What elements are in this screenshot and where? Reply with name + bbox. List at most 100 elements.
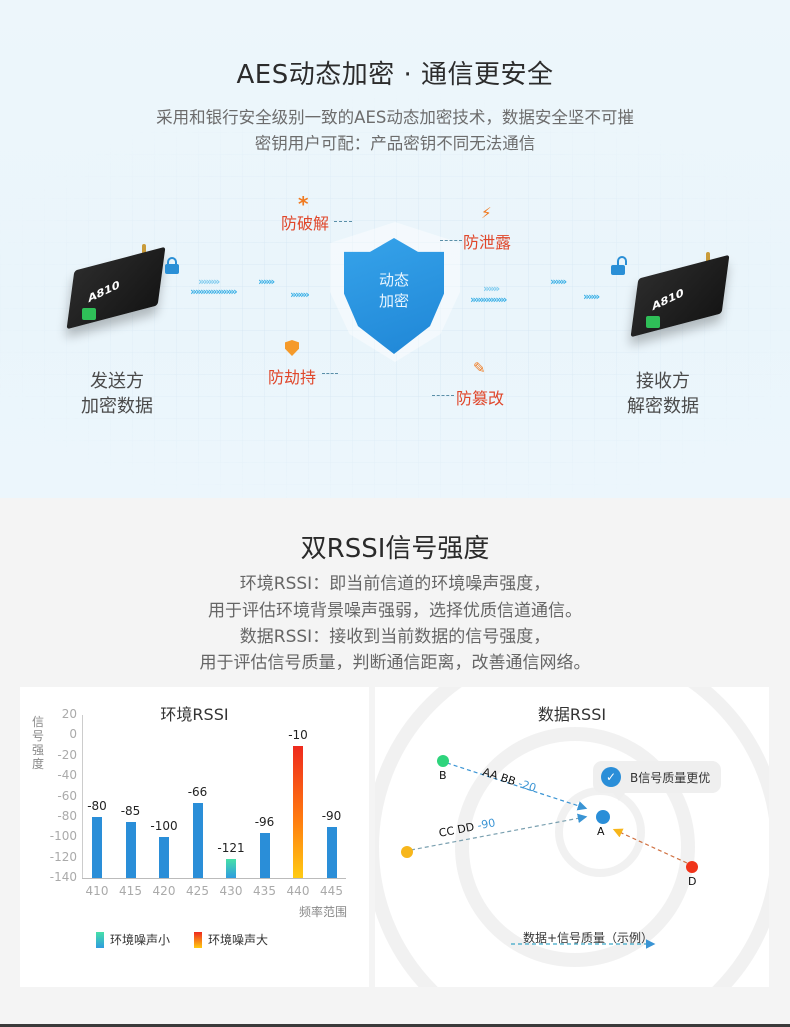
- data-rssi-card: 数据RSSI B A D AA BB -20 CC DD -90 ✓ B信号质量…: [375, 687, 769, 987]
- y-tick: -140: [49, 870, 77, 884]
- antenna-icon: [142, 244, 146, 258]
- legend-swatch: [96, 931, 104, 948]
- connector-line: [334, 221, 352, 222]
- aes-section: AES动态加密 · 通信更安全 采用和银行安全级别一致的AES动态加密技术，数据…: [0, 0, 790, 498]
- bar-415: [125, 821, 136, 878]
- connector-line: [322, 373, 338, 374]
- bar-445: [326, 827, 337, 878]
- shield-check-icon: [285, 340, 299, 356]
- rssi-desc-line-4: 用于评估信号质量，判断通信距离，改善通信网络。: [199, 653, 591, 673]
- check-circle-icon: ✓: [601, 767, 621, 787]
- data-flow-arrows: ››››››››››››››: [470, 293, 507, 306]
- aes-subtitle-line-1: 采用和银行安全级别一致的AES动态加密技术，数据安全坚不可摧: [156, 108, 634, 127]
- terminal-block: [646, 316, 660, 328]
- node-a: [596, 810, 610, 824]
- threat-anti-leak: 防泄露: [463, 233, 512, 252]
- rssi-title: 双RSSI信号强度: [300, 534, 490, 564]
- bar-value-label: -85: [120, 803, 141, 818]
- aes-title: AES动态加密 · 通信更安全: [236, 60, 554, 90]
- legend-swatch: [194, 931, 202, 948]
- terminal-block: [82, 308, 96, 320]
- shield-label-1: 动态: [378, 271, 409, 289]
- node-d: [686, 861, 698, 873]
- connector-line: [440, 240, 462, 241]
- device-model: A810: [651, 285, 684, 314]
- data-rssi-title: 数据RSSI: [537, 705, 607, 724]
- quality-tooltip: ✓ B信号质量更优: [593, 761, 721, 801]
- data-flow-arrows: ››››››: [258, 275, 275, 288]
- x-tick: 420: [152, 884, 176, 898]
- lock-open-icon: [611, 256, 627, 275]
- x-tick: 440: [286, 884, 310, 898]
- x-tick: 425: [186, 884, 209, 898]
- x-tick: 430: [219, 884, 243, 898]
- x-tick: 415: [119, 884, 142, 898]
- bar-value-label: -121: [217, 840, 245, 855]
- y-axis: [82, 715, 83, 878]
- bottom-divider: [0, 1024, 790, 1027]
- data-flow-arrows: ››››››: [550, 275, 567, 288]
- x-tick: 445: [320, 884, 343, 898]
- y-tick: 20: [61, 707, 77, 721]
- lock-closed-icon: [165, 257, 179, 274]
- data-flow-arrows: ››››››: [483, 282, 500, 295]
- asterisk-icon: *: [298, 192, 309, 216]
- pencil-x-icon: ✎: [473, 359, 486, 377]
- sender-device: A810: [62, 244, 172, 330]
- bar-value-label: -90: [321, 809, 342, 824]
- legend-item-high-noise: 环境噪声大: [194, 931, 268, 948]
- bar-410: [92, 816, 102, 878]
- legend-note: 数据+信号质量（示例）: [523, 931, 654, 945]
- y-tick: -120: [49, 849, 77, 864]
- bar-value-label: -96: [254, 815, 275, 830]
- rssi-desc-line-2: 用于评估环境背景噪声强弱，选择优质信道通信。: [208, 601, 582, 621]
- bar-435: [259, 833, 270, 878]
- x-tick: 435: [253, 884, 276, 898]
- y-tick: -80: [57, 808, 77, 823]
- data-flow-arrows: ››››››››: [198, 275, 220, 288]
- y-tick: -40: [57, 768, 77, 783]
- threat-anti-hijack: 防劫持: [268, 368, 317, 387]
- data-flow-arrows: ››››››: [583, 290, 600, 303]
- data-flow-arrows: ›››››››: [290, 288, 310, 301]
- bar-value-label: -80: [87, 798, 107, 813]
- node-b-label: B: [439, 769, 447, 782]
- env-rssi-card: 环境RSSI 信号强度 频率范围 20 0 -20 -40 -60 -80 -100 -120…: [20, 687, 369, 987]
- node-a-label: A: [597, 825, 605, 838]
- threat-anti-tamper: 防篡改: [456, 389, 505, 408]
- env-rssi-title: 环境RSSI: [160, 705, 229, 724]
- receiver-label: 接收方 解密数据: [627, 371, 699, 417]
- legend-item-low-noise: 环境噪声小: [96, 931, 170, 948]
- bar-value-label: -66: [187, 784, 208, 799]
- bar-value-label: -10: [288, 727, 308, 742]
- aes-subtitle-line-2: 密钥用户可配：产品密钥不同无法通信: [254, 134, 536, 153]
- node-d-label: D: [688, 875, 697, 888]
- y-tick: -60: [57, 788, 77, 803]
- node-b: [437, 755, 449, 767]
- y-tick: 0: [69, 727, 77, 742]
- x-axis: [82, 878, 346, 879]
- rssi-desc-line-3: 数据RSSI：接收到当前数据的信号强度，: [239, 627, 551, 647]
- bar-value-label: -100: [150, 819, 178, 834]
- y-tick: -20: [57, 747, 77, 762]
- encryption-shield: 动态 加密: [330, 222, 460, 362]
- rssi-desc-line-1: 环境RSSI：即当前信道的环境噪声强度，: [239, 574, 551, 594]
- y-tick: -100: [49, 829, 77, 844]
- receiver-device: A810: [626, 252, 736, 338]
- node-c: [401, 846, 413, 858]
- sender-label: 发送方 加密数据: [81, 371, 153, 417]
- connector-line: [432, 395, 454, 396]
- signal-links: [410, 762, 688, 949]
- env-rssi-chart: 信号强度 频率范围 20 0 -20 -40 -60 -80 -100 -120 -140 -80…: [20, 687, 369, 987]
- device-model: A810: [87, 277, 120, 306]
- x-axis-label: 频率范围: [298, 905, 347, 919]
- bar-425: [192, 802, 203, 878]
- data-flow-arrows: ››››››››››››››››››: [190, 285, 238, 298]
- bar-420: [159, 837, 169, 878]
- bar-430: [226, 858, 236, 878]
- y-axis-label: 信号强度: [32, 715, 45, 771]
- antenna-icon: [706, 252, 710, 266]
- lightning-icon: ⚡: [481, 204, 492, 222]
- bar-440: [293, 745, 303, 878]
- x-tick: 410: [85, 884, 109, 898]
